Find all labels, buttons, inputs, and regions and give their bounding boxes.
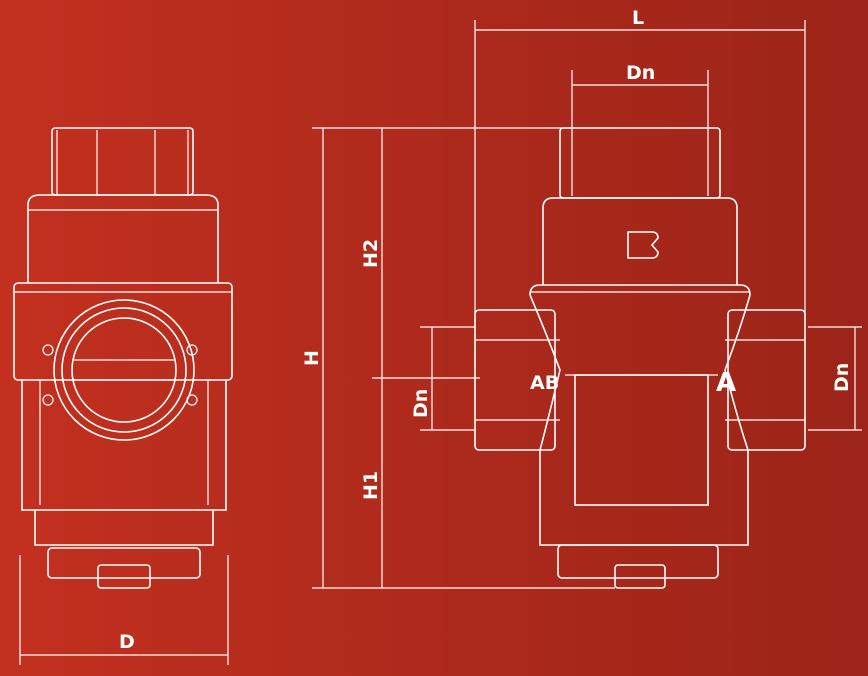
- dim-label-h: H: [301, 350, 323, 366]
- dim-label-h2: H2: [360, 239, 382, 268]
- dim-label-d: D: [119, 631, 135, 653]
- port-marking-a: A: [716, 368, 736, 398]
- dim-label-h1: H1: [360, 471, 382, 500]
- logo-b-icon: [627, 231, 659, 259]
- dimension-lines: [19, 20, 862, 665]
- dim-label-dn-right: Dn: [831, 363, 853, 392]
- side-view: [474, 127, 806, 589]
- front-view: [13, 127, 233, 589]
- dim-label-dn-left: Dn: [410, 389, 432, 418]
- port-marking-ab: AB: [530, 372, 559, 394]
- dim-label-l: L: [632, 7, 644, 29]
- dim-label-dn-top: Dn: [626, 62, 655, 84]
